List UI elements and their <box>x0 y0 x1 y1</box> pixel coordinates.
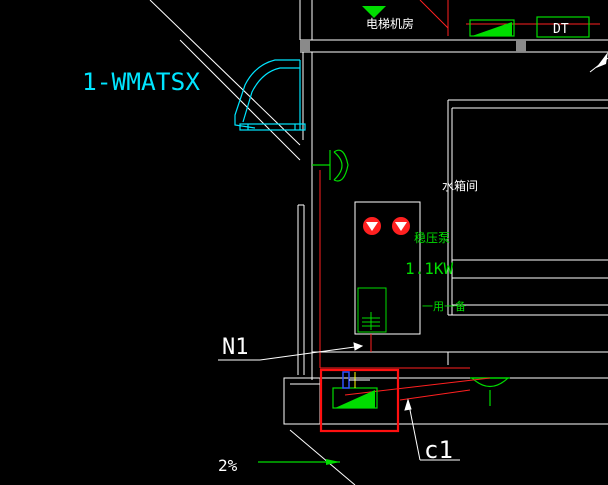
pump-2-icon <box>392 217 410 235</box>
node-n1-label: N1 <box>222 335 249 360</box>
elevator-tag: DT <box>553 22 569 37</box>
equipment-symbol-icon <box>362 6 386 18</box>
pump-duty: 一用一备 <box>422 299 466 313</box>
horn-speaker-icon <box>312 149 349 182</box>
water-tank-room-outline <box>312 99 608 365</box>
slope-arrow-icon <box>258 459 340 465</box>
control-valve-icon <box>362 312 380 330</box>
pump-power: 1.1KW <box>405 259 454 278</box>
highlighted-equipment[interactable] <box>319 368 400 433</box>
panel-tag: 1-WMATSX <box>82 68 201 96</box>
left-wall <box>297 52 313 380</box>
north-arrow-icon <box>589 52 608 73</box>
selection-highlight-box <box>319 368 400 433</box>
floor-drain-icon <box>470 377 510 406</box>
elevator-room-group: 电梯机房 <box>362 6 414 31</box>
pump-1-icon <box>363 217 381 235</box>
node-c1-label: c1 <box>424 436 453 464</box>
n1-leader <box>218 342 364 361</box>
upper-slab <box>299 0 608 53</box>
room-label: 电梯机房 <box>366 16 414 31</box>
red-diagonal-pipes <box>344 377 491 401</box>
pump-cabinet <box>354 201 421 352</box>
pump-name: 稳压泵 <box>414 230 450 245</box>
slope-label: 2% <box>218 456 238 475</box>
cyan-duct-fitting <box>234 59 306 131</box>
top-red-leader <box>419 0 600 36</box>
red-pipe-vertical <box>319 170 470 369</box>
water-tank-room-label: 水箱间 <box>442 178 478 193</box>
c1-leader <box>404 398 460 461</box>
top-equipment-box: DT <box>469 16 590 38</box>
